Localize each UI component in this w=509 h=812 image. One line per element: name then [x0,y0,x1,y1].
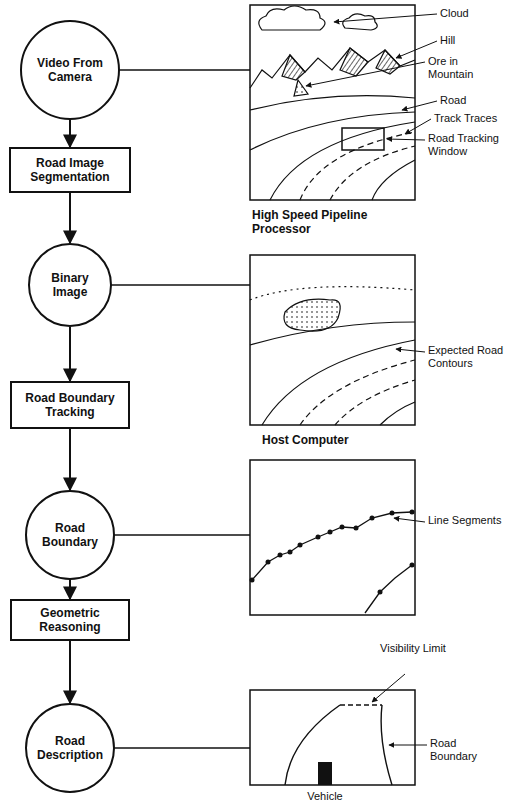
flow-arrow [69,120,71,147]
node-label: Geometric Reasoning [18,606,122,635]
node-text-group: Road Boundary [37,521,104,550]
node-text-group: Road Boundary Tracking [18,391,122,420]
node-label: Road Boundary Tracking [18,391,122,420]
node-label: Road Image Segmentation [17,156,123,185]
description-panel [250,690,415,785]
callout-label: Visibility Limit [378,642,448,655]
camera-scene [250,6,415,200]
node-label: Road Boundary [37,521,104,550]
callout-label: Expected Road Contours [428,344,504,370]
process-box: Geometric Reasoning [10,599,130,641]
callout-label: Ore in Mountain [428,55,504,81]
callout-label: Cloud [440,7,500,20]
callout-label: Road Tracking Window [428,132,504,158]
callout-label: Vehicle [290,790,360,803]
node-label: Video From Camera [33,56,107,85]
node-text-group: Road Image Segmentation [17,156,123,185]
data-circle: Road Boundary [25,490,115,580]
callout-label: Line Segments [428,514,504,527]
description-scene [285,705,392,785]
section-heading: High Speed Pipeline Processor [252,208,377,237]
process-box: Road Image Segmentation [9,147,131,193]
flow-arrow [69,580,71,599]
node-text-group: Binary Image [39,271,101,300]
data-circle: Road Description [25,703,115,793]
node-text-group: Geometric Reasoning [18,606,122,635]
flow-arrow [69,193,71,243]
process-box: Road Boundary Tracking [10,381,130,429]
callout-label: Track Traces [434,112,504,125]
callout-label: Road Boundary [430,737,504,763]
callout-label: Road [440,94,500,107]
data-circle: Binary Image [28,243,112,327]
node-text-group: Road Description [37,734,104,763]
section-heading: Host Computer [262,433,382,447]
node-label: Binary Image [39,271,101,300]
segments-panel [250,460,415,615]
binary-panel [250,255,415,425]
flow-arrow [69,429,71,490]
segments-scene [250,510,415,614]
node-label: Road Description [37,734,104,763]
binary-scene [250,287,415,425]
label-leaders [306,14,437,745]
callout-label: Hill [440,34,500,47]
node-text-group: Video From Camera [33,56,107,85]
flow-arrow [69,327,71,381]
camera-panel [250,5,415,200]
flow-arrow [69,641,71,703]
data-circle: Video From Camera [20,20,120,120]
